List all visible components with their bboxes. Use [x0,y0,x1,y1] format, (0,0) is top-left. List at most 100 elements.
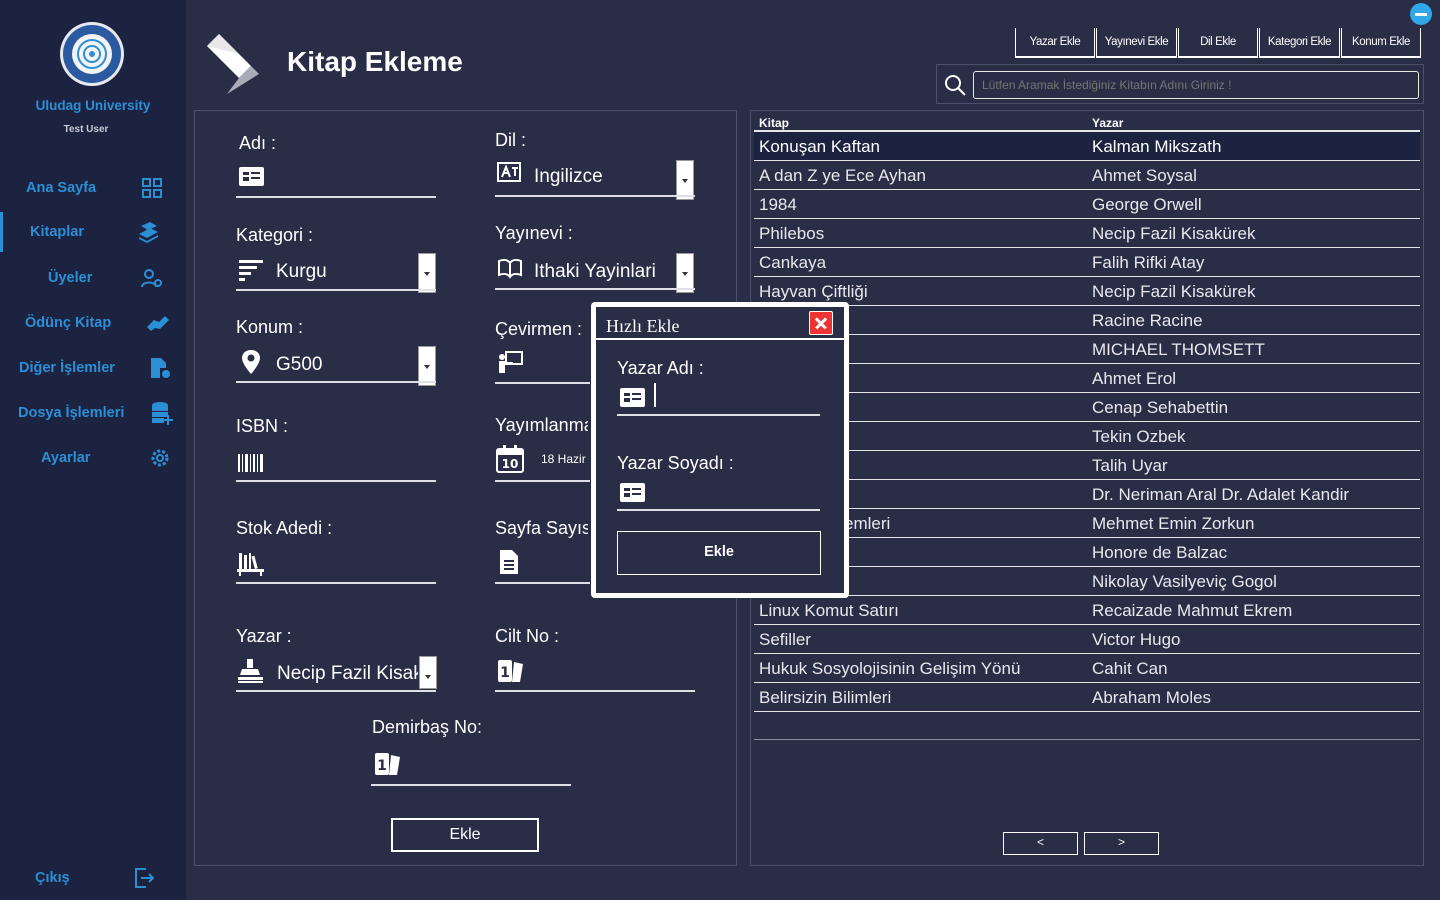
header-divider [754,130,1420,132]
prev-page-button[interactable]: < [1003,832,1078,855]
last-name-underline [617,509,820,511]
author-cell: Racine Racine [1092,311,1203,330]
sidebar-item-uyeler[interactable]: Üyeler [0,258,186,298]
book-title-cell: Hukuk Sosyolojisinin Gelişim Yönü [759,659,1021,678]
tab-konum-ekle[interactable]: Konum Ekle [1341,28,1421,58]
first-name-underline [617,414,820,416]
author-select[interactable]: Necip Fazil Kisakürek [277,663,418,684]
author-first-name-input[interactable] [654,383,794,407]
search-icon[interactable] [943,73,967,97]
next-page-button[interactable]: > [1084,832,1159,855]
sidebar-item-kitaplar[interactable]: Kitaplar [0,212,186,252]
author-cell: Talih Uyar [1092,456,1168,475]
author-cell: Honore de Balzac [1092,543,1228,562]
publisher-dropdown-button[interactable] [676,253,694,293]
table-row[interactable]: si Egitim 2Dr. Neriman Aral Dr. Adalet K… [754,480,1420,509]
sidebar-item-ayarlar[interactable]: Ayarlar [0,438,186,478]
document-icon [500,550,518,574]
author-cell: MICHAEL THOMSETT [1092,340,1265,359]
library-icon [237,553,264,576]
language-underline [495,195,695,197]
column-header-book[interactable]: Kitap [759,116,789,130]
sidebar-item-label: Ana Sayfa [26,180,97,196]
page-count-underline [495,582,590,584]
category-underline [236,289,436,291]
tab-kategori-ekle[interactable]: Kategori Ekle [1259,28,1340,58]
dialog-add-button[interactable]: Ekle [617,531,821,575]
author-cell: Ahmet Erol [1092,369,1177,388]
sidebar-item-label: Kitaplar [30,224,84,240]
language-select[interactable]: Ingilizce [534,166,603,187]
author-first-name-label: Yazar Adı : [617,358,704,378]
author-cell: George Orwell [1092,195,1202,214]
sidebar-item-odunc-kitap[interactable]: Ödünç Kitap [0,303,186,343]
inventory-label: Demirbaş No: [372,717,483,737]
author-last-name-input[interactable] [654,478,794,502]
publisher-select[interactable]: Ithaki Yayinlari [534,261,656,282]
category-dropdown-button[interactable] [418,253,436,293]
volume-label: Cilt No : [495,626,560,646]
author-dropdown-button[interactable] [419,656,437,689]
publish-date-label: Yayımlanma [495,415,588,435]
author-cell: Recaizade Mahmut Ekrem [1092,601,1293,620]
sidebar-item-ana-sayfa[interactable]: Ana Sayfa [0,168,186,208]
tab-dil-ekle[interactable]: Dil Ekle [1178,28,1258,58]
id-card-icon [620,388,645,407]
author-cell: Mehmet Emin Zorkun [1092,514,1255,533]
minimize-button[interactable] [1410,3,1432,25]
book-title-cell: Philebos [759,224,825,243]
location-dropdown-button[interactable] [418,346,436,386]
close-icon[interactable] [809,311,833,335]
logout-button[interactable]: Çıkış [0,858,186,898]
author-cell: Cenap Sehabettin [1092,398,1229,417]
table-row[interactable]: uplarıAhmet Erol [754,364,1420,393]
chevron-logo-icon [207,34,259,94]
category-select[interactable]: Kurgu [276,261,327,282]
search-input[interactable] [973,71,1419,99]
dialog-title: Hızlı Ekle [606,316,680,336]
page-count-label: Sayfa Sayısı [495,518,588,538]
table-row[interactable]: Honore de Balzac [754,538,1420,567]
sidebar-item-label: Ayarlar [41,450,91,466]
sidebar-item-label: Üyeler [48,270,93,286]
sidebar-item-dosya-islemleri[interactable]: Dosya İşlemleri [0,393,186,433]
volume-underline [495,690,695,692]
author-cell: Nikolay Vasilyeviç Gogol [1092,572,1277,591]
user-name: Test User [63,124,109,135]
column-header-author[interactable]: Yazar [1092,116,1124,130]
author-cell: Tekin Ozbek [1092,427,1186,446]
dialog-title-divider [596,338,844,340]
translator-underline [495,382,590,384]
sidebar-item-label: Ödünç Kitap [25,315,112,331]
location-select[interactable]: G500 [276,354,323,375]
book-title-cell: A dan Z ye Ece Ayhan [759,166,926,185]
add-book-button[interactable]: Ekle [391,818,539,852]
tab-yayinevi-ekle[interactable]: Yayınevi Ekle [1096,28,1177,58]
table-row[interactable]: TeknikleriMICHAEL THOMSETT [754,335,1420,364]
table-row[interactable]: nda İtirazTalih Uyar [754,451,1420,480]
language-dropdown-button[interactable] [676,160,694,200]
table-row[interactable]: Nikolay Vasilyeviç Gogol [754,567,1420,596]
sidebar-item-diger-islemler[interactable]: Diğer İşlemler [0,348,186,388]
table-row[interactable]: Tekin Ozbek [754,422,1420,451]
publisher-label: Yayınevi : [495,223,573,243]
publish-date-picker[interactable]: 18 Hazir [541,452,586,466]
author-last-name-label: Yazar Soyadı : [617,453,734,473]
university-logo [60,22,124,86]
author-cell: Victor Hugo [1092,630,1181,649]
tab-yazar-ekle[interactable]: Yazar Ekle [1015,28,1095,58]
table-row[interactable]: eriCenap Sehabettin [754,393,1420,422]
table-row[interactable]: Racine Racine [754,306,1420,335]
author-label: Yazar : [236,626,292,646]
